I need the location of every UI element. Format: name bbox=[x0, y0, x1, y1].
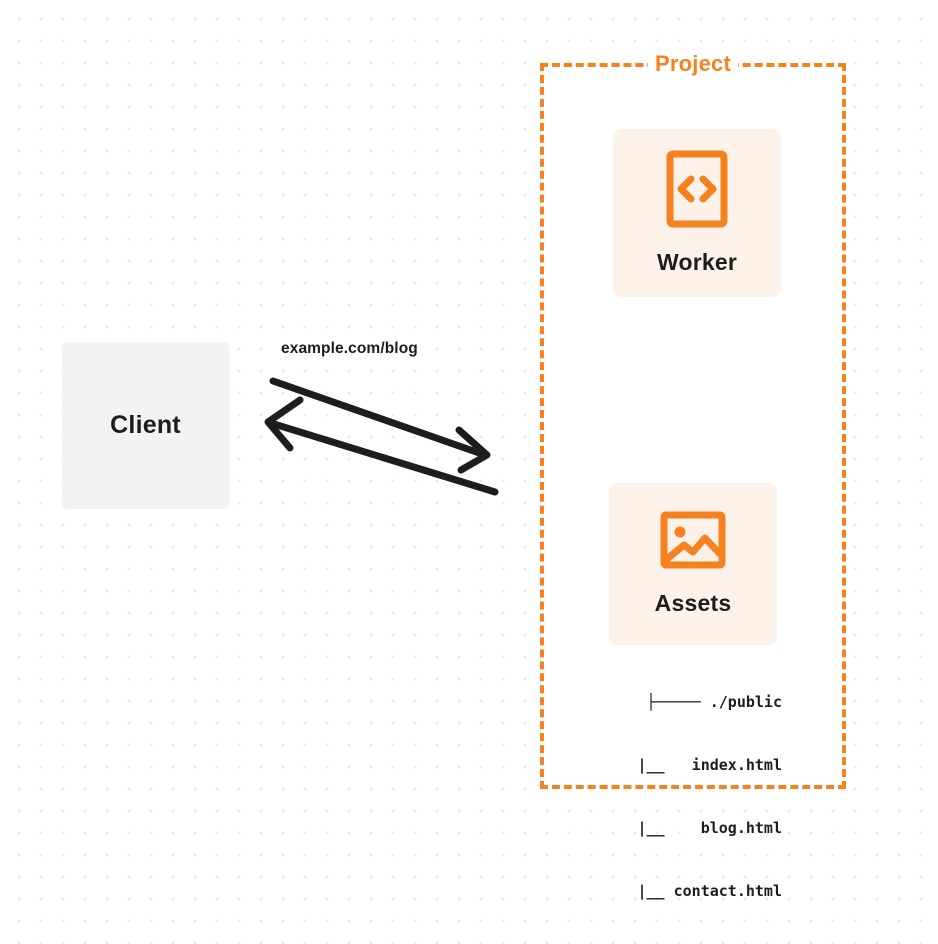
file-tree-row: |__ blog.html bbox=[610, 819, 782, 837]
diagram-canvas: Client example.com/blog Project Worker bbox=[62, 51, 846, 900]
image-picture-icon bbox=[660, 511, 726, 574]
assets-node-label: Assets bbox=[654, 590, 732, 616]
project-title: Project bbox=[648, 51, 738, 77]
request-arrow bbox=[269, 377, 491, 474]
assets-file-tree: ├───── ./public |__ index.html |__ blog.… bbox=[586, 650, 782, 944]
file-tree-row: ├───── ./public bbox=[646, 693, 782, 711]
file-tree-row: |__ index.html bbox=[610, 756, 782, 774]
client-node[interactable]: Client bbox=[62, 342, 229, 509]
worker-node-label: Worker bbox=[656, 249, 738, 275]
code-document-icon bbox=[666, 150, 728, 233]
file-tree-row: |__ contact.html bbox=[610, 882, 782, 900]
response-arrow bbox=[264, 396, 499, 496]
response-arrowhead bbox=[264, 396, 304, 452]
connection-url-label: example.com/blog bbox=[281, 340, 418, 357]
client-node-label: Client bbox=[110, 411, 181, 439]
assets-node[interactable]: Assets bbox=[609, 483, 777, 645]
worker-node[interactable]: Worker bbox=[613, 129, 781, 297]
request-arrowhead bbox=[455, 426, 491, 474]
